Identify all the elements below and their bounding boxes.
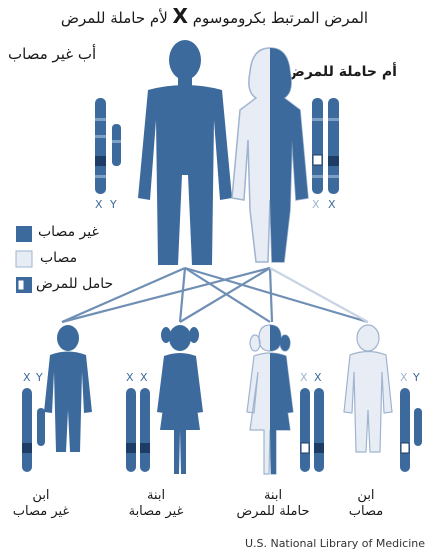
father-x-chromosome [95,98,106,194]
mother-chromosomes: X X [312,98,339,211]
legend-unaffected-swatch [16,226,32,242]
son-unaffected-chromosomes: X Y [22,371,45,472]
father-chromosomes: X Y [95,98,121,211]
mother-x-chromosome [328,98,339,194]
mother-chrom-x2-label: X [328,198,336,211]
son-affected-chromosomes: X Y [400,371,422,472]
daughter-carrier-figure [247,325,293,474]
mother-chrom-x1-label: X [312,198,320,211]
father-figure [138,40,232,265]
son-unaffected-figure [44,325,92,452]
daughter2-chrom-x1-label: X [300,371,308,384]
line-mother-daughter2 [270,268,272,322]
daughter-carrier-chromosomes: X X [300,371,324,472]
line-father-daughter1 [180,268,185,322]
son2-chrom-y-label: Y [412,371,420,384]
son1-chrom-x-label: X [23,371,31,384]
mother-x-chromosome-carrier [312,98,323,194]
father-chrom-x-label: X [95,198,103,211]
father-chrom-y-label: Y [109,198,117,211]
legend-affected-swatch [16,251,32,267]
son-affected-figure [344,325,392,452]
inheritance-lines [62,268,368,322]
line-mother-son2 [270,268,368,322]
son1-chrom-y-label: Y [35,371,43,384]
line-father-son2 [185,268,368,322]
daughter-unaffected-figure [157,325,203,474]
daughter-unaffected-chromosomes: X X [126,371,150,472]
legend [16,226,32,293]
father-y-chromosome [112,124,121,166]
mother-figure [232,48,308,262]
daughter1-chrom-x2-label: X [140,371,148,384]
daughter2-chrom-x2-label: X [314,371,322,384]
son2-chrom-x-label: X [400,371,408,384]
daughter1-chrom-x1-label: X [126,371,134,384]
